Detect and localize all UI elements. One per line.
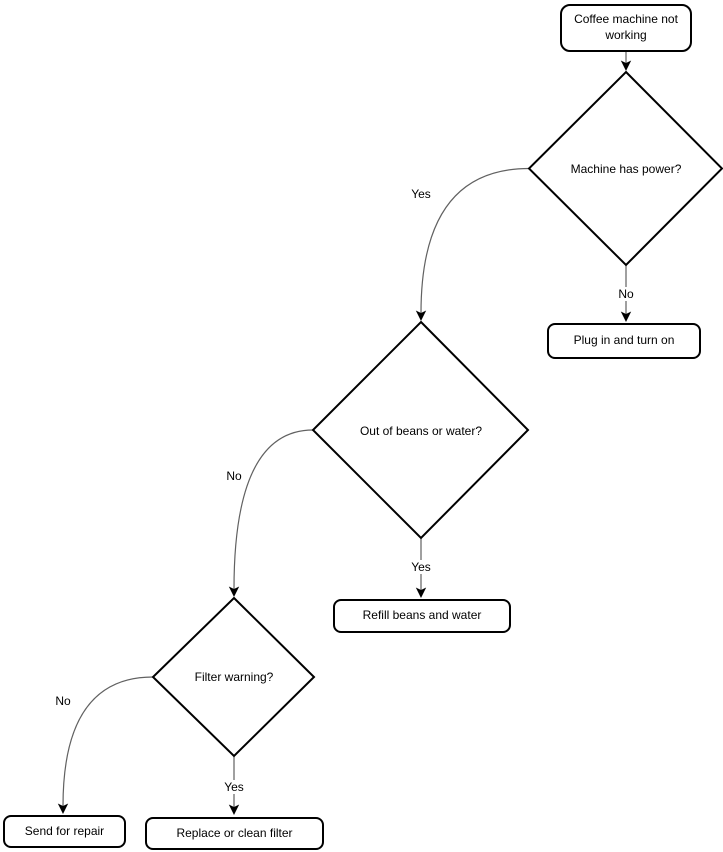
- arrowhead-start-to-power-icon: [620, 60, 632, 71]
- edge-label-power-no: No: [616, 287, 636, 301]
- edge-label-beans-yes: Yes: [409, 560, 433, 574]
- node-replace-filter-label: Replace or clean filter: [176, 825, 293, 840]
- edge-power-yes: [420, 167, 530, 314]
- node-replace-or-clean-filter: Replace or clean filter: [145, 817, 324, 850]
- arrowhead-beans-no-icon: [228, 586, 240, 597]
- node-send-repair-label: Send for repair: [24, 823, 105, 838]
- decision-beans-water-shape: [311, 320, 530, 540]
- edge-beans-no: [233, 429, 314, 590]
- decision-power-label: Machine has power?: [570, 162, 682, 176]
- arrowhead-beans-yes-icon: [415, 587, 427, 598]
- node-send-for-repair: Send for repair: [3, 815, 126, 848]
- edge-label-filter-no: No: [53, 694, 73, 708]
- node-plug-in-and-turn-on: Plug in and turn on: [547, 323, 701, 359]
- edge-label-beans-no: No: [224, 469, 244, 483]
- decision-filter-label: Filter warning?: [194, 670, 274, 684]
- arrowhead-filter-no-icon: [57, 803, 69, 814]
- node-refill-label: Refill beans and water: [362, 608, 482, 623]
- node-plug-in-label: Plug in and turn on: [573, 333, 675, 348]
- edge-label-power-yes: Yes: [409, 187, 433, 201]
- decision-filter-shape: [151, 596, 316, 758]
- arrowhead-power-no-icon: [620, 311, 632, 322]
- node-start-label: Coffee machine not working: [574, 12, 678, 42]
- node-start: Coffee machine not working: [560, 4, 692, 52]
- node-refill-beans-and-water: Refill beans and water: [333, 599, 511, 633]
- decision-power-shape: [527, 70, 723, 267]
- edge-label-filter-yes: Yes: [222, 780, 246, 794]
- arrowhead-power-yes-icon: [415, 310, 427, 321]
- decision-beans-water-label: Out of beans or water?: [359, 424, 483, 438]
- arrowhead-filter-yes-icon: [228, 804, 240, 815]
- edge-filter-no: [62, 676, 154, 807]
